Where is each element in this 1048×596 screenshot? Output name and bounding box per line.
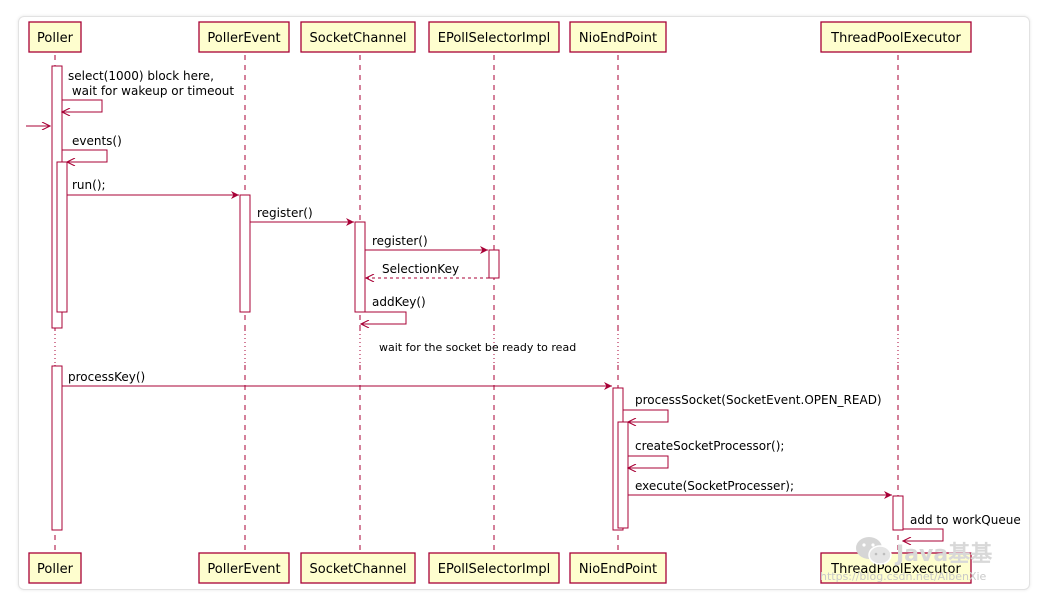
participant-box-poller-top <box>28 21 82 53</box>
wechat-icon <box>856 537 892 565</box>
participant-box-socketchannel-bottom <box>300 552 416 584</box>
arrow-processsocket-self <box>623 409 669 422</box>
participant-box-poller-bottom <box>28 552 82 584</box>
watermark-brand: Java基基 <box>896 542 993 567</box>
activation-socketchannel <box>354 221 366 313</box>
msg-events: events() <box>72 134 122 148</box>
delay-note: wait for the socket be ready to read <box>379 341 576 354</box>
arrow-createprocessor-self <box>628 455 669 468</box>
msg-process-key: processKey() <box>68 370 145 384</box>
delay-gap <box>25 330 965 364</box>
activation-poller-3 <box>51 365 63 531</box>
msg-add-key: addKey() <box>372 295 426 309</box>
watermark: Java基基 https://blog.csdn.net/AlbenXie <box>820 530 1040 590</box>
participant-label-epoll-bottom: EPollSelectorImpl <box>438 562 551 577</box>
participant-label-epoll-top: EPollSelectorImpl <box>438 31 551 46</box>
activation-nioendpoint-2 <box>617 421 629 529</box>
watermark-url: https://blog.csdn.net/AlbenXie <box>820 570 987 583</box>
participant-box-pollerevent-bottom <box>198 552 290 584</box>
arrow-events-self <box>62 149 108 162</box>
msg-select-line1: select(1000) block here, <box>68 69 214 83</box>
participant-label-threadpool-bottom: ThreadPoolExecutor <box>830 562 961 577</box>
arrow-add-to-queue-self <box>903 528 944 541</box>
participant-label-socketchannel-top: SocketChannel <box>310 31 407 46</box>
arrow-addkey-self <box>361 311 407 324</box>
participant-label-pollerevent-top: PollerEvent <box>207 31 280 46</box>
msg-register-pe: register() <box>257 206 313 220</box>
participant-label-threadpool-top: ThreadPoolExecutor <box>830 31 961 46</box>
participant-label-nioendpoint-bottom: NioEndPoint <box>579 562 657 577</box>
msg-run: run(); <box>72 178 106 192</box>
msg-select-line2: wait for wakeup or timeout <box>68 84 234 98</box>
participant-box-threadpool-top <box>820 21 972 53</box>
participant-box-nioendpoint-bottom <box>569 552 667 584</box>
msg-execute: execute(SocketProcesser); <box>635 479 794 493</box>
participant-label-socketchannel-bottom: SocketChannel <box>310 562 407 577</box>
msg-selection-key: SelectionKey <box>382 262 459 276</box>
msg-create-processor: createSocketProcessor(); <box>635 439 784 453</box>
activation-poller-2 <box>56 161 68 313</box>
participant-box-threadpool-bottom <box>820 552 972 584</box>
activation-pollerevent <box>239 194 251 313</box>
participant-box-epoll-bottom <box>428 552 560 584</box>
participant-box-pollerevent-top <box>198 21 290 53</box>
participant-label-pollerevent-bottom: PollerEvent <box>207 562 280 577</box>
participant-label-nioendpoint-top: NioEndPoint <box>579 31 657 46</box>
arrow-select-self <box>62 99 103 112</box>
msg-add-to-queue: add to workQueue <box>910 513 1021 527</box>
diagram-frame <box>18 16 1030 590</box>
activation-threadpool <box>892 495 904 531</box>
activation-epollselector <box>488 249 500 279</box>
participant-box-socketchannel-top <box>300 21 416 53</box>
participant-box-epoll-top <box>428 21 560 53</box>
participant-box-nioendpoint-top <box>569 21 667 53</box>
msg-register-sc: register() <box>372 234 428 248</box>
participant-label-poller-bottom: Poller <box>37 562 74 577</box>
msg-process-socket: processSocket(SocketEvent.OPEN_READ) <box>635 393 882 407</box>
participant-label-poller-top: Poller <box>37 31 74 46</box>
